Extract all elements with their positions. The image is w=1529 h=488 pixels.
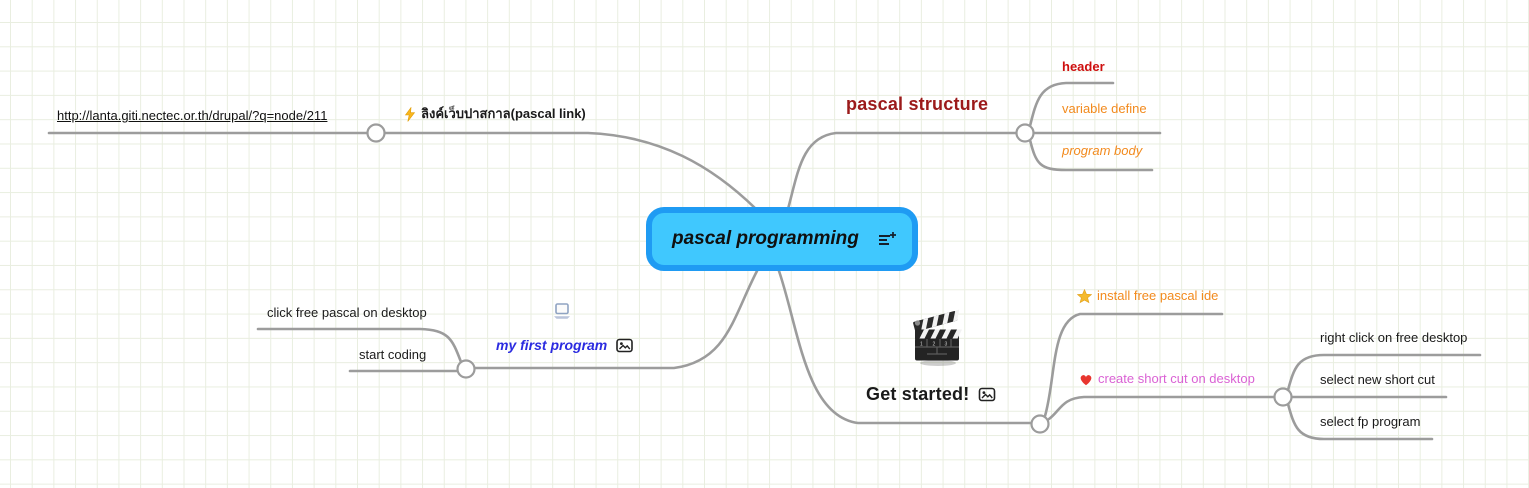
node-install-ide[interactable]: install free pascal ide: [1077, 288, 1218, 304]
node-pascal-structure[interactable]: pascal structure: [846, 94, 989, 114]
connector-install-ide: [1043, 312, 1224, 418]
node-click-free-pascal[interactable]: click free pascal on desktop: [267, 305, 427, 321]
node-my-first-program-label: my first program: [496, 337, 608, 353]
node-select-fp-program[interactable]: select fp program: [1320, 414, 1420, 430]
laptop-icon: [552, 303, 572, 320]
collapse-handle-pascal-structure[interactable]: [1015, 123, 1035, 143]
connector-pascal-structure: [786, 131, 1018, 211]
pascal-link-url[interactable]: http://lanta.giti.nectec.or.th/drupal/?q…: [57, 108, 327, 124]
node-header-label: header: [1062, 59, 1105, 74]
collapse-handle-pascal-link[interactable]: [366, 123, 386, 143]
connector-click-free-pascal: [256, 327, 463, 364]
node-get-started[interactable]: Get started!: [866, 384, 996, 404]
root-node-pascal-programming[interactable]: pascal programming: [646, 207, 918, 271]
node-select-new-shortcut-label: select new short cut: [1320, 372, 1435, 387]
svg-text:1: 1: [920, 342, 923, 348]
node-start-coding[interactable]: start coding: [359, 347, 426, 363]
node-create-shortcut[interactable]: create short cut on desktop: [1079, 371, 1255, 387]
node-pascal-link-label: ลิงค์เว็บปาสกาล(pascal link): [421, 106, 586, 121]
collapse-handle-get-started[interactable]: [1030, 414, 1050, 434]
connector-select-fp: [1286, 402, 1434, 441]
connector-right-click: [1286, 353, 1482, 392]
svg-text:3: 3: [945, 342, 948, 348]
node-variable-define-label: variable define: [1062, 101, 1147, 116]
connector-get-started: [777, 269, 1033, 425]
connector-program-body: [1028, 138, 1154, 172]
connector-header: [1028, 81, 1115, 128]
connector-my-first-program: [473, 269, 759, 370]
node-variable-define[interactable]: variable define: [1062, 101, 1147, 117]
node-program-body-label: program body: [1062, 143, 1143, 158]
node-right-click-desktop[interactable]: right click on free desktop: [1320, 330, 1467, 346]
collapse-handle-my-first-program[interactable]: [456, 359, 476, 379]
clapperboard-icon: 1 2 3: [910, 306, 966, 368]
lightning-icon: [404, 106, 416, 122]
node-pascal-structure-label: pascal structure: [846, 94, 989, 114]
node-start-coding-label: start coding: [359, 347, 427, 362]
node-get-started-label: Get started!: [866, 384, 970, 404]
connector-pascal-link: [47, 131, 758, 211]
connector-create-shortcut: [1047, 395, 1276, 421]
heart-icon: [1079, 373, 1093, 386]
root-node-label: pascal programming: [672, 228, 859, 249]
node-select-new-shortcut[interactable]: select new short cut: [1320, 372, 1435, 388]
pascal-link-url-text: http://lanta.giti.nectec.or.th/drupal/?q…: [57, 108, 328, 123]
node-right-click-desktop-label: right click on free desktop: [1320, 330, 1468, 345]
add-notes-icon[interactable]: [877, 231, 897, 248]
node-install-ide-label: install free pascal ide: [1097, 288, 1219, 303]
image-attachment-icon[interactable]: [616, 338, 634, 353]
star-icon: [1077, 288, 1092, 304]
node-my-first-program[interactable]: my first program: [496, 337, 634, 353]
svg-text:2: 2: [933, 342, 936, 348]
node-program-body[interactable]: program body: [1062, 143, 1142, 159]
node-click-free-pascal-label: click free pascal on desktop: [267, 305, 427, 320]
collapse-handle-create-shortcut[interactable]: [1273, 387, 1293, 407]
node-create-shortcut-label: create short cut on desktop: [1098, 371, 1255, 386]
node-pascal-link[interactable]: ลิงค์เว็บปาสกาล(pascal link): [404, 106, 586, 122]
image-attachment-icon[interactable]: [978, 387, 996, 402]
node-select-fp-program-label: select fp program: [1320, 414, 1421, 429]
node-header[interactable]: header: [1062, 59, 1105, 75]
